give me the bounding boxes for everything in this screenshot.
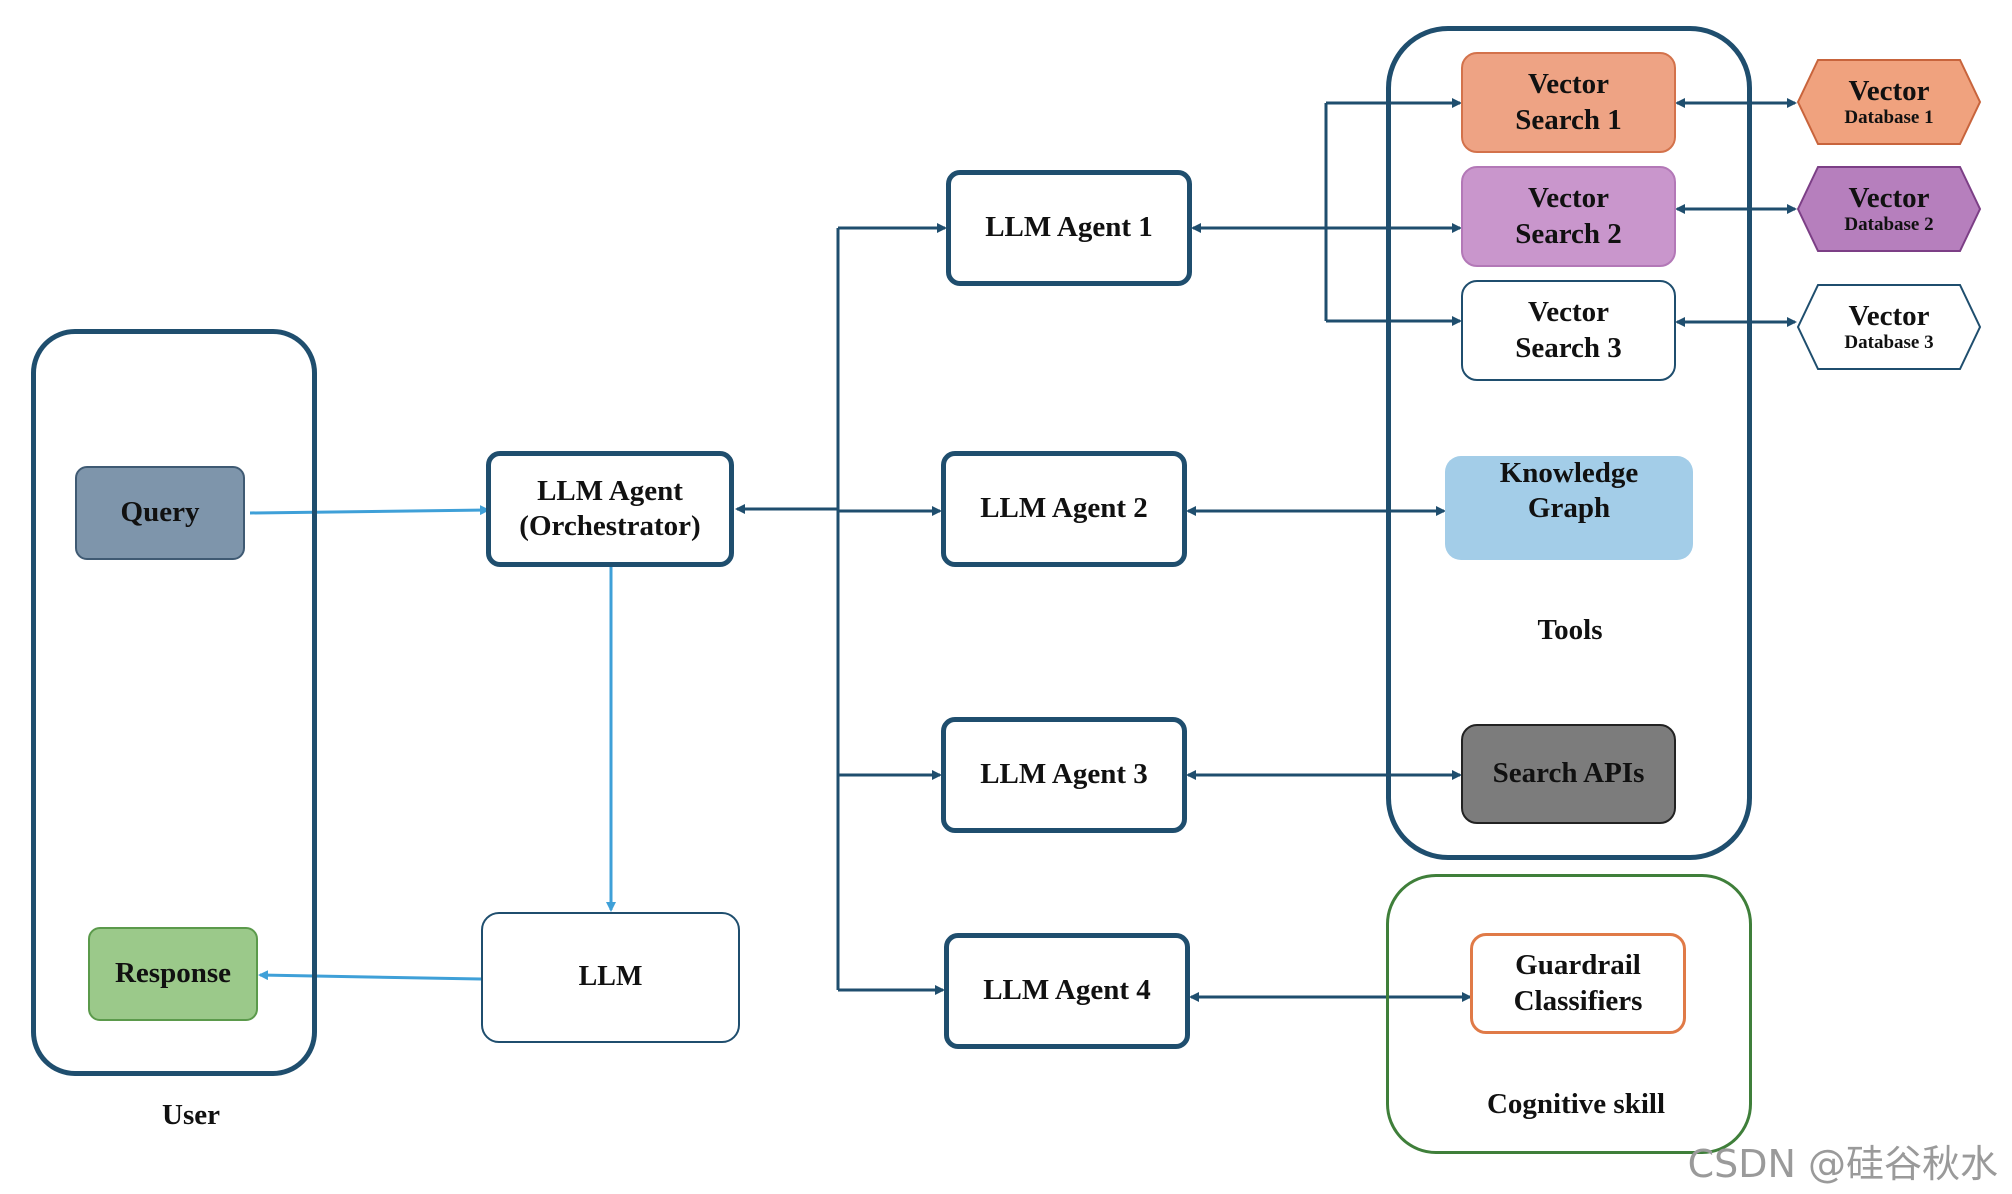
llm-label: LLM	[578, 961, 643, 993]
vector-database-3: Vector Database 3	[1796, 283, 1982, 371]
llm-agent-1-label: LLM Agent 1	[985, 211, 1153, 244]
llm-agent-4: LLM Agent 4	[944, 933, 1190, 1049]
vector-search-1-label: Vector Search 1	[1515, 68, 1622, 136]
tools-container	[1386, 26, 1752, 860]
vector-search-3-label: Vector Search 3	[1515, 296, 1622, 364]
cognitive-skill-container	[1386, 874, 1752, 1154]
vector-database-2: Vector Database 2	[1796, 165, 1982, 253]
database-2-sub: Database 2	[1844, 213, 1934, 235]
database-1-sub: Database 1	[1844, 106, 1934, 128]
vector-search-3: Vector Search 3	[1461, 280, 1676, 381]
llm-agent-2-label: LLM Agent 2	[980, 492, 1148, 525]
vector-search-2-label: Vector Search 2	[1515, 182, 1622, 250]
orchestrator-box: LLM Agent (Orchestrator)	[486, 451, 734, 567]
knowledge-graph-box: Knowledge Graph	[1445, 456, 1693, 560]
user-container	[31, 329, 317, 1076]
query-label: Query	[120, 496, 200, 529]
llm-agent-3: LLM Agent 3	[941, 717, 1187, 833]
llm-agent-2: LLM Agent 2	[941, 451, 1187, 567]
cognitive-group-label: Cognitive skill	[1486, 1088, 1666, 1120]
llm-agent-4-label: LLM Agent 4	[983, 974, 1151, 1007]
query-box: Query	[75, 466, 245, 560]
watermark: CSDN @硅谷秋水	[1687, 1142, 1998, 1186]
search-apis-label: Search APIs	[1492, 757, 1645, 790]
arrow-query-orchestrator	[249, 505, 490, 516]
knowledge-graph-label: Knowledge Graph	[1499, 457, 1639, 525]
vector-search-1: Vector Search 1	[1461, 52, 1676, 153]
user-group-label: User	[162, 1099, 220, 1131]
database-2-title: Vector	[1848, 181, 1930, 214]
llm-agent-1: LLM Agent 1	[946, 170, 1192, 286]
vector-search-2: Vector Search 2	[1461, 166, 1676, 267]
response-box: Response	[88, 927, 258, 1021]
search-apis-box: Search APIs	[1461, 724, 1676, 824]
llm-box: LLM	[481, 912, 740, 1043]
arrow-llm-response	[258, 970, 482, 981]
database-1-title: Vector	[1848, 74, 1930, 107]
vector-database-1: Vector Database 1	[1796, 58, 1982, 146]
database-3-sub: Database 3	[1844, 331, 1934, 353]
database-2-shape	[1796, 166, 1982, 252]
database-3-shape	[1796, 284, 1982, 370]
llm-agent-3-label: LLM Agent 3	[980, 758, 1148, 791]
orchestrator-label: LLM Agent (Orchestrator)	[519, 474, 701, 542]
database-3-title: Vector	[1848, 299, 1930, 332]
response-label: Response	[114, 957, 231, 990]
database-1-shape	[1796, 59, 1982, 145]
guardrail-classifiers-box: Guardrail Classifiers	[1470, 933, 1686, 1034]
guardrail-classifiers-label: Guardrail Classifiers	[1513, 949, 1643, 1017]
tools-group-label: Tools	[1537, 614, 1603, 646]
